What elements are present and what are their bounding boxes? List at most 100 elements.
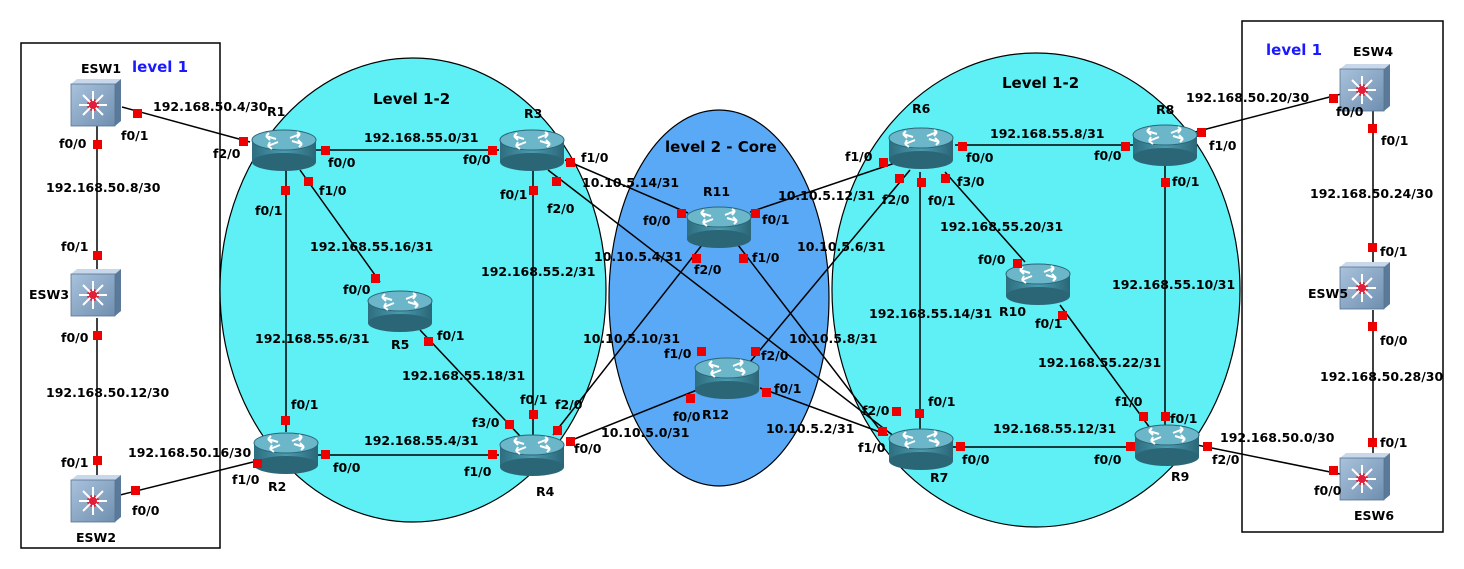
device-esw2[interactable] [70,474,122,523]
link-r1-r5 [299,169,381,283]
subnet-r8-esw4: 192.168.50.20/30 [1186,90,1309,105]
port-r11-f01: f0/1 [762,212,789,227]
subnet-r11-r7: 10.10.5.8/31 [789,331,877,346]
link-esw1-r1 [121,106,251,143]
port-r5-f00: f0/0 [343,282,371,297]
port-esw1-f01: f0/1 [121,128,148,143]
port-r2-f10: f1/0 [232,472,260,487]
port-r11-f00: f0/0 [643,213,671,228]
port-r12-f10: f1/0 [664,346,692,361]
device-label-r2: R2 [268,479,286,494]
port-r7-f00: f0/0 [962,452,990,467]
port-r10-f01: f0/1 [1035,316,1062,331]
port-r2-f00: f0/0 [333,460,361,475]
subnet-r1-r2: 192.168.55.6/31 [255,331,369,346]
device-label-r4: R4 [536,484,555,499]
device-label-r11: R11 [703,184,730,199]
right-level1-area [1241,20,1444,533]
subnet-esw3-esw2: 192.168.50.12/30 [46,385,169,400]
device-r8[interactable] [1132,124,1198,167]
subnet-r3-r11: 10.10.5.14/31 [582,175,679,190]
port-esw5-f01: f0/1 [1380,244,1407,259]
port-r1-f20: f2/0 [213,146,241,161]
subnet-r12-r7: 10.10.5.2/31 [766,421,854,436]
link-r11-r6 [749,162,896,213]
port-esw1-f00: f0/0 [59,136,87,151]
port-r8-f01: f0/1 [1172,174,1199,189]
port-r3-f01: f0/1 [500,187,527,202]
port-esw6-f01: f0/1 [1380,435,1407,450]
subnet-esw4-esw5: 192.168.50.24/30 [1310,186,1433,201]
subnet-r4-r11: 10.10.5.10/31 [583,331,680,346]
port-r4-f30: f3/0 [472,415,500,430]
device-r6[interactable] [888,127,954,170]
port-r9-f10: f1/0 [1115,394,1143,409]
link-r6-r10 [944,171,1026,263]
subnet-r11-r6: 10.10.5.12/31 [778,188,875,203]
subnet-r3-r4: 192.168.55.2/31 [481,264,595,279]
device-r7[interactable] [888,428,954,471]
port-r4-f00: f0/0 [574,441,602,456]
port-r1-f00: f0/0 [328,155,356,170]
device-esw3[interactable] [70,268,122,317]
link-r9-esw6 [1196,444,1346,476]
subnet-r4-r12: 10.10.5.0/31 [601,425,689,440]
subnet-r6-r10: 192.168.55.20/31 [940,219,1063,234]
subnet-r1-r3: 192.168.55.0/31 [364,130,478,145]
link-r12-r6 [749,169,911,363]
port-r12-f20: f2/0 [761,348,789,363]
port-r3-f10: f1/0 [581,150,609,165]
port-r1-f10: f1/0 [319,183,347,198]
port-r4-f10: f1/0 [464,464,492,479]
links [96,92,1374,496]
link-r10-r9 [1059,304,1151,429]
device-label-r9: R9 [1171,469,1189,484]
device-r10[interactable] [1005,263,1071,306]
device-r1[interactable] [251,129,317,172]
device-label-r7: R7 [930,470,948,485]
device-label-esw1: ESW1 [81,61,121,76]
port-markers [93,94,1377,495]
port-r12-f01: f0/1 [774,381,801,396]
port-r11-f20: f2/0 [694,262,722,277]
port-r8-f00: f0/0 [1094,148,1122,163]
device-r4[interactable] [499,434,565,477]
subnet-esw1-r1: 192.168.50.4/30 [153,99,268,114]
device-r5[interactable] [367,290,433,333]
device-r2[interactable] [253,432,319,475]
subnet-r10-r9: 192.168.55.22/31 [1038,355,1161,370]
device-r11[interactable] [686,206,752,249]
subnet-r12-r6: 10.10.5.6/31 [797,239,885,254]
port-r3-f00: f0/0 [463,152,491,167]
port-esw2-f00: f0/0 [132,503,160,518]
port-esw6-f00: f0/0 [1314,483,1342,498]
port-r12-f00: f0/0 [673,409,701,424]
port-r4-f01: f0/1 [520,392,547,407]
subnet-r1-r5: 192.168.55.16/31 [310,239,433,254]
port-r5-f01: f0/1 [437,328,464,343]
subnet-r3-r7: 10.10.5.4/31 [594,249,682,264]
port-esw5-f00: f0/0 [1380,333,1408,348]
right-level12-label: Level 1-2 [1002,74,1079,92]
link-r5-r4 [419,329,521,437]
left-level12-area [219,57,607,523]
port-r3-f20: f2/0 [547,201,575,216]
subnet-r2-r4: 192.168.55.4/31 [364,433,478,448]
port-r7-f01: f0/1 [928,394,955,409]
port-esw3-f00: f0/0 [61,330,89,345]
device-r3[interactable] [499,129,565,172]
subnet-esw1-esw3: 192.168.50.8/30 [46,180,161,195]
port-r2-f01: f0/1 [291,397,318,412]
device-label-esw2: ESW2 [76,530,116,545]
subnet-r6-r8: 192.168.55.8/31 [990,126,1104,141]
port-r9-f20: f2/0 [1212,452,1240,467]
device-esw1[interactable] [70,78,122,127]
port-labels: f0/1 f0/0 f0/1 f0/0 f0/1 f0/0 f2/0 f0/0 … [59,104,1408,518]
subnet-esw5-esw6: 192.168.50.28/30 [1320,369,1443,384]
link-r12-r7 [759,387,889,436]
device-r9[interactable] [1134,424,1200,467]
device-r12[interactable] [694,357,760,400]
link-r4-r11 [552,244,703,436]
link-r3-r7 [547,169,896,438]
device-esw6[interactable] [1339,452,1391,501]
